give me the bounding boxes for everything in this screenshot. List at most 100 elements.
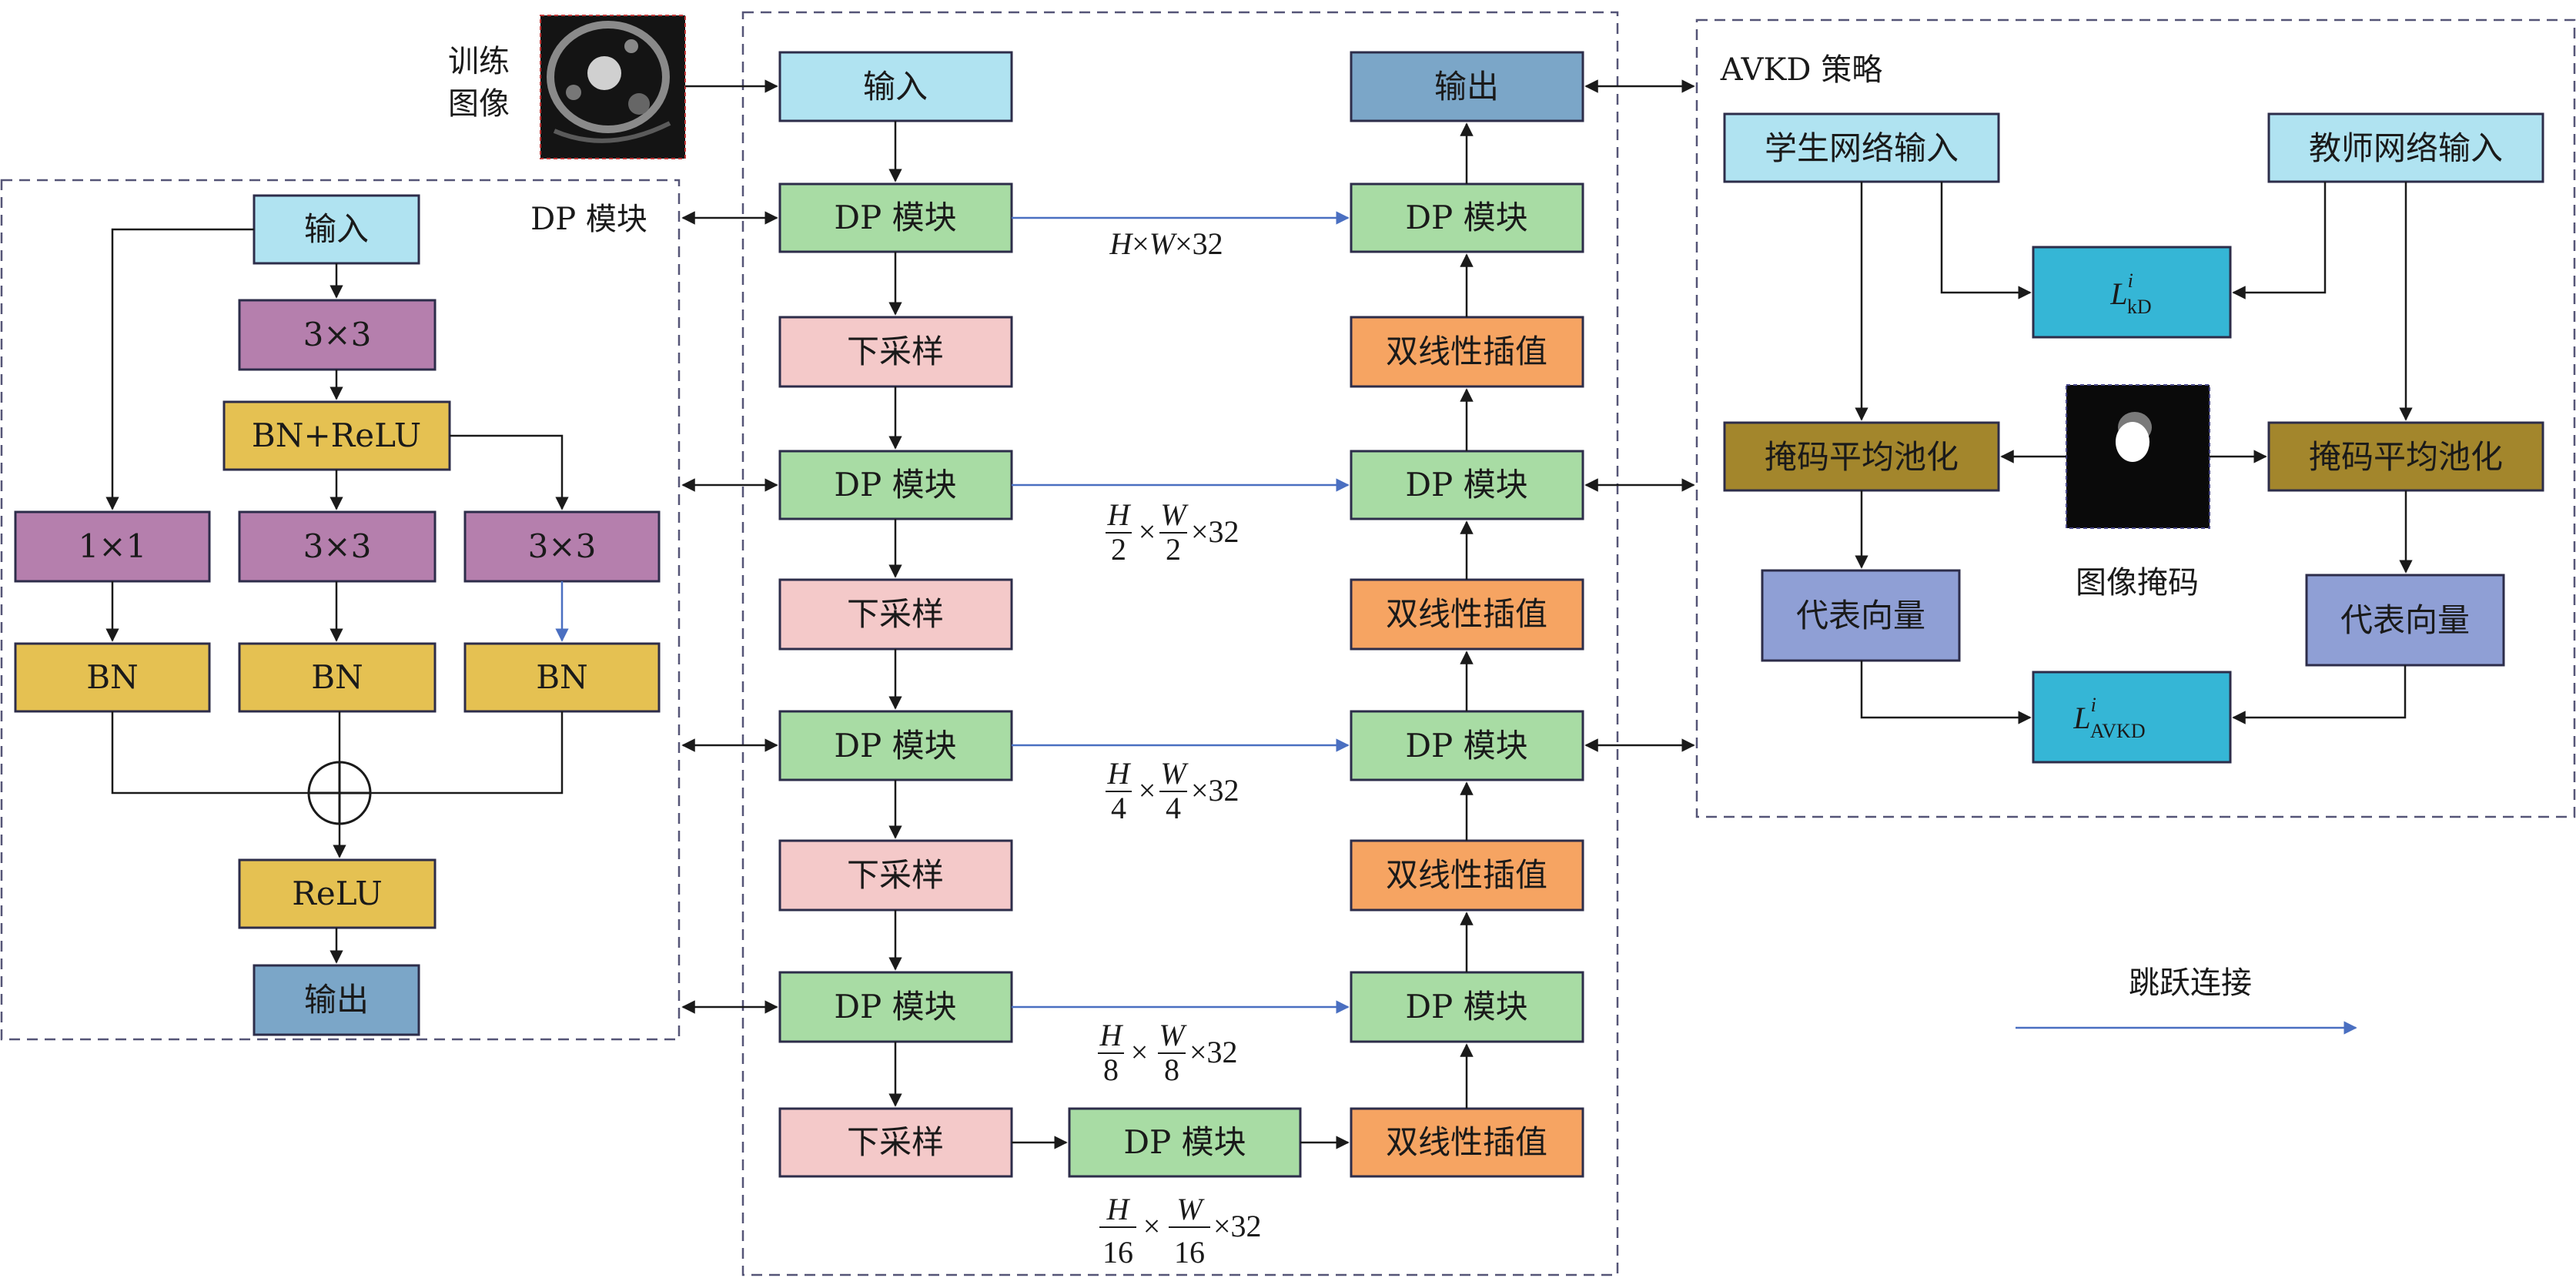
- sum-node-icon: [307, 761, 372, 825]
- svg-text:下采样: 下采样: [847, 595, 944, 633]
- encoder-dp-3: DP 模块: [778, 710, 1013, 781]
- svg-text:学生网络输入: 学生网络输入: [1765, 129, 1959, 167]
- downsample-3: 下采样: [778, 839, 1013, 912]
- svg-text:×32: ×32: [1191, 514, 1239, 549]
- encoder-dp-2: DP 模块: [778, 450, 1013, 520]
- svg-text:BN+ReLU: BN+ReLU: [252, 417, 421, 454]
- bottleneck-dp: DP 模块: [1068, 1107, 1302, 1178]
- net-input-box: 输入: [778, 51, 1013, 122]
- upsample-3: 双线性插值: [1350, 839, 1584, 912]
- dp-output-box: 输出: [253, 964, 420, 1036]
- svg-text:H: H: [1107, 756, 1132, 791]
- size-label-5: H 16 × W 16 ×32: [1099, 1192, 1262, 1270]
- network-connections: [685, 79, 1474, 1149]
- svg-text:W: W: [1176, 1192, 1205, 1226]
- downsample-2: 下采样: [778, 578, 1013, 651]
- svg-text:2: 2: [1111, 532, 1126, 567]
- dp-conv1x1-box: 1×1: [14, 510, 211, 583]
- size-label-1: H×W×32: [1109, 226, 1223, 261]
- dp-conv3x3-right-box: 3×3: [463, 510, 661, 583]
- rep-vector-right-box: 代表向量: [2305, 574, 2505, 667]
- decoder-dp-4: DP 模块: [1350, 971, 1584, 1043]
- rep-vector-left-box: 代表向量: [1761, 569, 1961, 662]
- svg-text:DP 模块: DP 模块: [834, 199, 956, 236]
- encoder-dp-4: DP 模块: [778, 971, 1013, 1043]
- svg-text:H: H: [1099, 1018, 1124, 1052]
- svg-text:×: ×: [1143, 1209, 1161, 1243]
- train-image-label-line2: 图像: [448, 86, 510, 122]
- decoder-dp-2: DP 模块: [1350, 450, 1584, 520]
- upsample-1: 双线性插值: [1350, 316, 1584, 388]
- size-label-3: H 4 × W 4 ×32: [1106, 756, 1239, 825]
- svg-text:下采样: 下采样: [847, 333, 944, 370]
- svg-text:DP 模块: DP 模块: [834, 988, 956, 1025]
- svg-text:DP 模块: DP 模块: [1405, 727, 1527, 764]
- dp-bn2-box: BN: [238, 642, 437, 713]
- svg-text:4: 4: [1166, 791, 1181, 825]
- svg-text:输出: 输出: [304, 981, 369, 1019]
- upsample-2: 双线性插值: [1350, 578, 1584, 651]
- svg-text:教师网络输入: 教师网络输入: [2309, 129, 2503, 167]
- train-image-label-line1: 训练: [448, 44, 510, 79]
- svg-text:双线性插值: 双线性插值: [1386, 1123, 1547, 1161]
- svg-text:W: W: [1160, 756, 1189, 791]
- svg-text:双线性插值: 双线性插值: [1386, 856, 1547, 894]
- svg-text:×: ×: [1131, 1035, 1149, 1069]
- dp-panel-title: DP 模块: [530, 202, 647, 237]
- svg-text:掩码平均池化: 掩码平均池化: [2309, 438, 2503, 476]
- svg-text:3×3: 3×3: [303, 316, 372, 353]
- svg-text:代表向量: 代表向量: [2340, 601, 2470, 639]
- dp-bn-relu-box: BN+ReLU: [222, 400, 451, 471]
- svg-text:16: 16: [1174, 1235, 1205, 1270]
- teacher-input-box: 教师网络输入: [2267, 112, 2544, 183]
- student-input-box: 学生网络输入: [1723, 112, 2000, 183]
- avkd-connections: [1855, 182, 2413, 724]
- svg-text:BN: BN: [86, 658, 139, 696]
- dp-panel-links: [681, 211, 778, 1014]
- svg-text:双线性插值: 双线性插值: [1386, 333, 1547, 370]
- svg-text:BN: BN: [311, 658, 363, 696]
- mask-pool-left-box: 掩码平均池化: [1723, 421, 2000, 492]
- svg-text:8: 8: [1103, 1052, 1119, 1087]
- svg-text:×32: ×32: [1213, 1209, 1262, 1243]
- dp-conv3x3-top-box: 3×3: [238, 299, 437, 371]
- decoder-dp-3: DP 模块: [1350, 710, 1584, 781]
- svg-text:DP 模块: DP 模块: [1123, 1123, 1246, 1161]
- downsample-4: 下采样: [778, 1107, 1013, 1178]
- svg-text:BN: BN: [536, 658, 588, 696]
- avkd-panel-links: [1584, 79, 1695, 752]
- dp-relu-box: ReLU: [238, 858, 437, 929]
- mask-caption: 图像掩码: [2076, 565, 2199, 601]
- svg-text:1×1: 1×1: [79, 527, 147, 565]
- size-label-4: H 8 × W 8 ×32: [1098, 1018, 1238, 1087]
- dp-conv3x3-mid-box: 3×3: [238, 510, 437, 583]
- svg-text:H: H: [1107, 497, 1132, 532]
- avkd-title: AVKD 策略: [1720, 52, 1882, 88]
- svg-text:×32: ×32: [1191, 773, 1239, 808]
- svg-text:×: ×: [1139, 514, 1156, 549]
- legend-skip-label: 跳跃连接: [2129, 965, 2252, 1001]
- svg-text:下采样: 下采样: [847, 1123, 944, 1161]
- svg-text:DP 模块: DP 模块: [834, 466, 956, 504]
- downsample-1: 下采样: [778, 316, 1013, 388]
- svg-text:输入: 输入: [304, 210, 369, 248]
- svg-text:掩码平均池化: 掩码平均池化: [1765, 438, 1959, 476]
- svg-text:W: W: [1160, 497, 1189, 532]
- svg-text:下采样: 下采样: [847, 856, 944, 894]
- decoder-dp-1: DP 模块: [1350, 182, 1584, 253]
- svg-text:输出: 输出: [1434, 68, 1499, 105]
- svg-text:8: 8: [1164, 1052, 1179, 1087]
- upsample-4: 双线性插值: [1350, 1107, 1584, 1178]
- mask-image: [2066, 384, 2210, 529]
- dp-bn3-box: BN: [463, 642, 661, 713]
- svg-text:双线性插值: 双线性插值: [1386, 595, 1547, 633]
- svg-text:代表向量: 代表向量: [1796, 597, 1925, 634]
- dp-module-connections: [105, 228, 569, 964]
- net-output-box: 输出: [1350, 51, 1584, 122]
- mask-pool-right-box: 掩码平均池化: [2267, 421, 2544, 492]
- size-label-2: H 2 × W 2 ×32: [1106, 497, 1239, 567]
